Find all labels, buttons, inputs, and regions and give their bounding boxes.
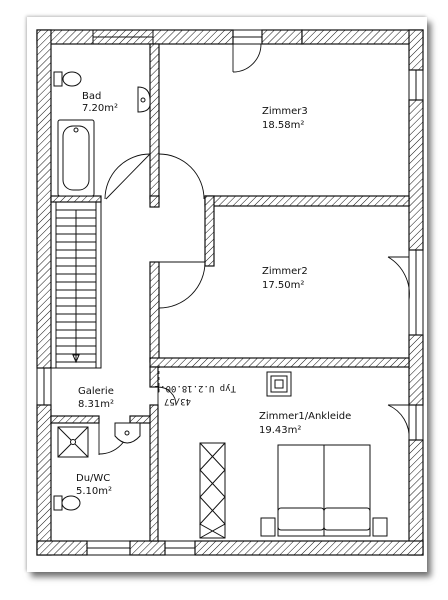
room-name-zimmer3: Zimmer3: [262, 106, 308, 117]
room-label-galerie: Galerie 8.31m²: [78, 386, 114, 410]
windows: [36, 29, 424, 556]
room-name-galerie: Galerie: [78, 386, 114, 397]
room-area-zimmer2: 17.50m²: [262, 280, 304, 291]
room-name-zimmer2: Zimmer2: [262, 266, 308, 277]
room-label-bad: Bad 7.20m²: [82, 91, 118, 114]
double-bed: [260, 444, 388, 537]
window-type-note: 43/57 Typ U.2.18.00.L: [155, 383, 236, 406]
room-name-zimmer1: Zimmer1/Ankleide: [259, 411, 351, 422]
room-label-zimmer3: Zimmer3 18.58m²: [262, 106, 308, 131]
wardrobe: [199, 442, 226, 539]
window-note-line2: Typ U.2.18.00.L: [155, 383, 236, 393]
bathroom-fixtures: [53, 71, 151, 511]
room-area-zimmer1: 19.43m²: [259, 425, 301, 436]
staircase: [50, 201, 102, 369]
room-area-zimmer3: 18.58m²: [262, 120, 304, 131]
room-name-du-wc: Du/WC: [76, 473, 110, 484]
room-label-zimmer2: Zimmer2 17.50m²: [262, 266, 308, 291]
room-area-du-wc: 5.10m²: [76, 486, 112, 497]
room-area-bad: 7.20m²: [82, 103, 118, 114]
window-note-line1: 43/57: [164, 396, 191, 406]
interior-walls: [50, 43, 410, 542]
doors: [98, 43, 410, 455]
room-area-galerie: 8.31m²: [78, 399, 114, 410]
room-label-zimmer1: Zimmer1/Ankleide 19.43m²: [259, 411, 351, 436]
chimney: [266, 371, 292, 397]
room-name-bad: Bad: [82, 91, 101, 102]
room-label-du-wc: Du/WC 5.10m²: [76, 473, 112, 497]
